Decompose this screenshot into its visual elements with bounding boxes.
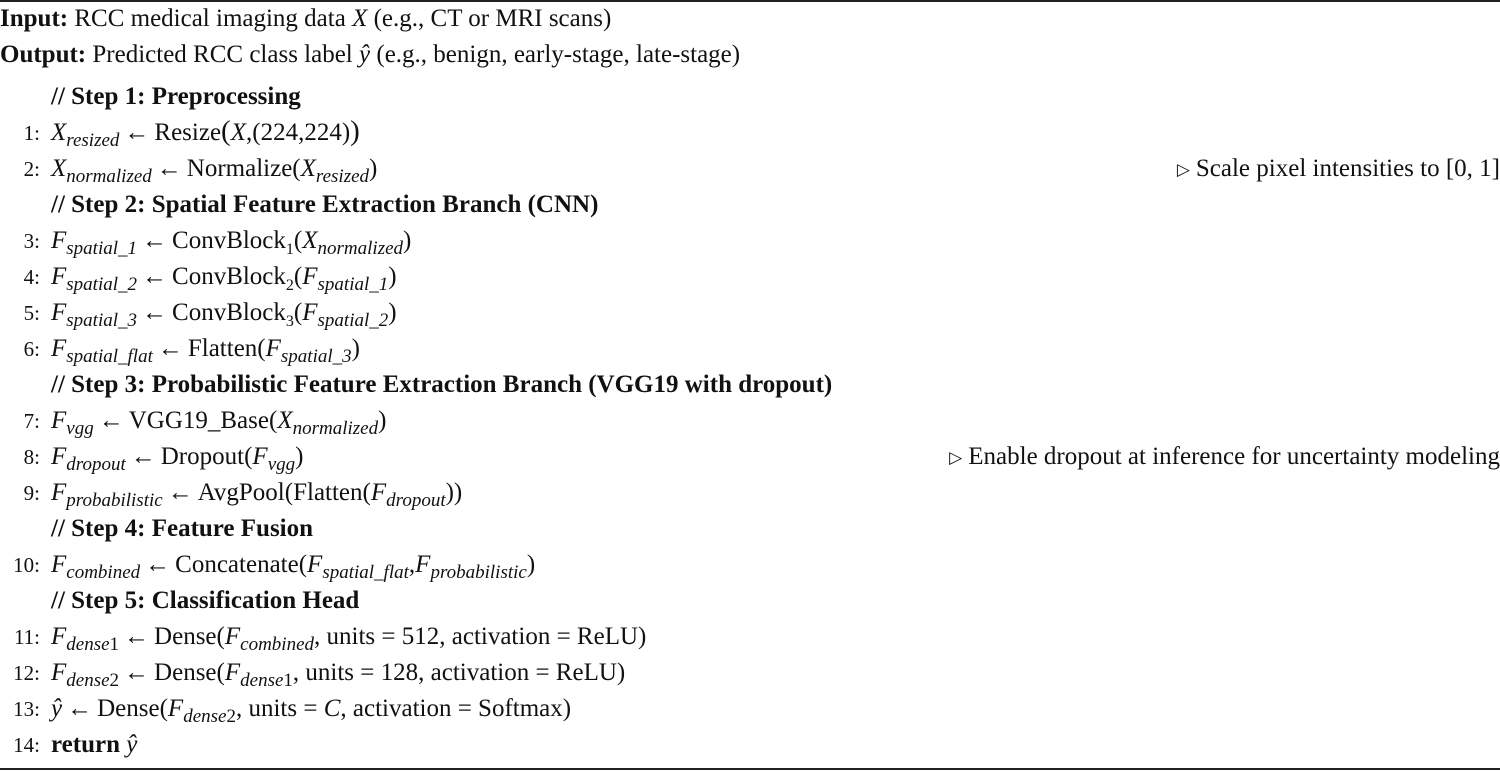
line-number: 4: xyxy=(23,265,40,289)
output-line: Output: Predicted RCC class label ŷ (e.g… xyxy=(0,37,1500,73)
line-8-comment: ▷Enable dropout at inference for uncerta… xyxy=(949,443,1500,470)
line-5-code: Fspatial_3←ConvBlock3(Fspatial_2) xyxy=(51,299,397,331)
bottom-rule xyxy=(0,768,1500,770)
line-number: 12: xyxy=(13,661,40,685)
line-number: 8: xyxy=(23,445,40,469)
output-var: ŷ xyxy=(359,41,371,68)
comment-triangle-icon: ▷ xyxy=(949,448,963,467)
input-text: RCC medical imaging data xyxy=(74,5,346,32)
step-2-label: // Step 2: Spatial Feature Extraction Br… xyxy=(51,191,599,218)
step-5-heading: // Step 5: Classification Head xyxy=(0,583,1500,619)
line-number: 11: xyxy=(13,625,40,649)
line-13-code: ŷ←Dense(Fdense2, units = C, activation =… xyxy=(51,695,572,727)
output-text: Predicted RCC class label xyxy=(92,41,353,68)
input-line: Input: RCC medical imaging data X (e.g.,… xyxy=(0,1,1500,37)
line-6-code: Fspatial_flat←Flatten(Fspatial_3) xyxy=(51,335,360,367)
algo-line-3: 3: Fspatial_1←ConvBlock1(Xnormalized) xyxy=(0,223,1500,259)
line-8-code: Fdropout←Dropout(Fvgg) xyxy=(51,443,304,475)
input-label: Input: xyxy=(0,5,69,32)
algo-line-4: 4: Fspatial_2←ConvBlock2(Fspatial_1) xyxy=(0,259,1500,295)
line-14-code: return ŷ xyxy=(51,731,138,758)
step-3-label: // Step 3: Probabilistic Feature Extract… xyxy=(51,371,833,398)
line-3-code: Fspatial_1←ConvBlock1(Xnormalized) xyxy=(51,227,412,259)
line-1-code: Xresized←Resize(X,(224,224)) xyxy=(51,115,360,151)
line-2-comment: ▷Scale pixel intensities to [0, 1] xyxy=(1176,155,1500,182)
algo-line-5: 5: Fspatial_3←ConvBlock3(Fspatial_2) xyxy=(0,295,1500,331)
step-2-heading: // Step 2: Spatial Feature Extraction Br… xyxy=(0,187,1500,223)
top-rule xyxy=(0,0,1500,2)
input-rest: (e.g., CT or MRI scans) xyxy=(373,5,612,32)
line-10-code: Fcombined←Concatenate(Fspatial_flat,Fpro… xyxy=(51,551,536,583)
line-12-code: Fdense2←Dense(Fdense1, units = 128, acti… xyxy=(51,659,626,691)
step-4-label: // Step 4: Feature Fusion xyxy=(51,515,314,542)
line-number: 7: xyxy=(23,409,40,433)
algo-line-6: 6: Fspatial_flat←Flatten(Fspatial_3) xyxy=(0,331,1500,367)
algo-line-9: 9: Fprobabilistic←AvgPool(Flatten(Fdropo… xyxy=(0,475,1500,511)
algo-line-12: 12: Fdense2←Dense(Fdense1, units = 128, … xyxy=(0,655,1500,691)
step-4-heading: // Step 4: Feature Fusion xyxy=(0,511,1500,547)
line-number: 1: xyxy=(23,121,40,145)
algo-line-2: 2: Xnormalized←Normalize(Xresized) ▷Scal… xyxy=(0,151,1500,187)
line-9-code: Fprobabilistic←AvgPool(Flatten(Fdropout)… xyxy=(51,479,463,511)
line-number: 10: xyxy=(13,553,40,577)
line-number: 9: xyxy=(23,481,40,505)
algo-line-14: 14: return ŷ xyxy=(0,727,1500,763)
algo-line-1: 1: Xresized←Resize(X,(224,224)) xyxy=(0,115,1500,151)
step-1-heading: // Step 1: Preprocessing xyxy=(0,79,1500,115)
algo-line-7: 7: Fvgg←VGG19_Base(Xnormalized) xyxy=(0,403,1500,439)
output-rest: (e.g., benign, early-stage, late-stage) xyxy=(376,41,741,68)
line-2-code: Xnormalized←Normalize(Xresized) xyxy=(51,155,378,187)
line-number: 3: xyxy=(23,229,40,253)
step-5-label: // Step 5: Classification Head xyxy=(51,587,360,614)
line-number: 2: xyxy=(23,157,40,181)
line-number: 5: xyxy=(23,301,40,325)
line-11-code: Fdense1←Dense(Fcombined, units = 512, ac… xyxy=(51,623,647,655)
algo-line-13: 13: ŷ←Dense(Fdense2, units = C, activati… xyxy=(0,691,1500,727)
line-4-code: Fspatial_2←ConvBlock2(Fspatial_1) xyxy=(51,263,397,295)
step-1-label: // Step 1: Preprocessing xyxy=(51,83,301,110)
line-7-code: Fvgg←VGG19_Base(Xnormalized) xyxy=(51,407,387,439)
step-3-heading: // Step 3: Probabilistic Feature Extract… xyxy=(0,367,1500,403)
algo-line-11: 11: Fdense1←Dense(Fcombined, units = 512… xyxy=(0,619,1500,655)
line-number: 13: xyxy=(13,697,40,721)
line-number: 14: xyxy=(13,733,40,757)
input-var: X xyxy=(352,5,368,32)
comment-triangle-icon: ▷ xyxy=(1176,160,1190,179)
algo-line-8: 8: Fdropout←Dropout(Fvgg) ▷Enable dropou… xyxy=(0,439,1500,475)
algo-line-10: 10: Fcombined←Concatenate(Fspatial_flat,… xyxy=(0,547,1500,583)
line-number: 6: xyxy=(23,337,40,361)
output-label: Output: xyxy=(0,41,87,68)
